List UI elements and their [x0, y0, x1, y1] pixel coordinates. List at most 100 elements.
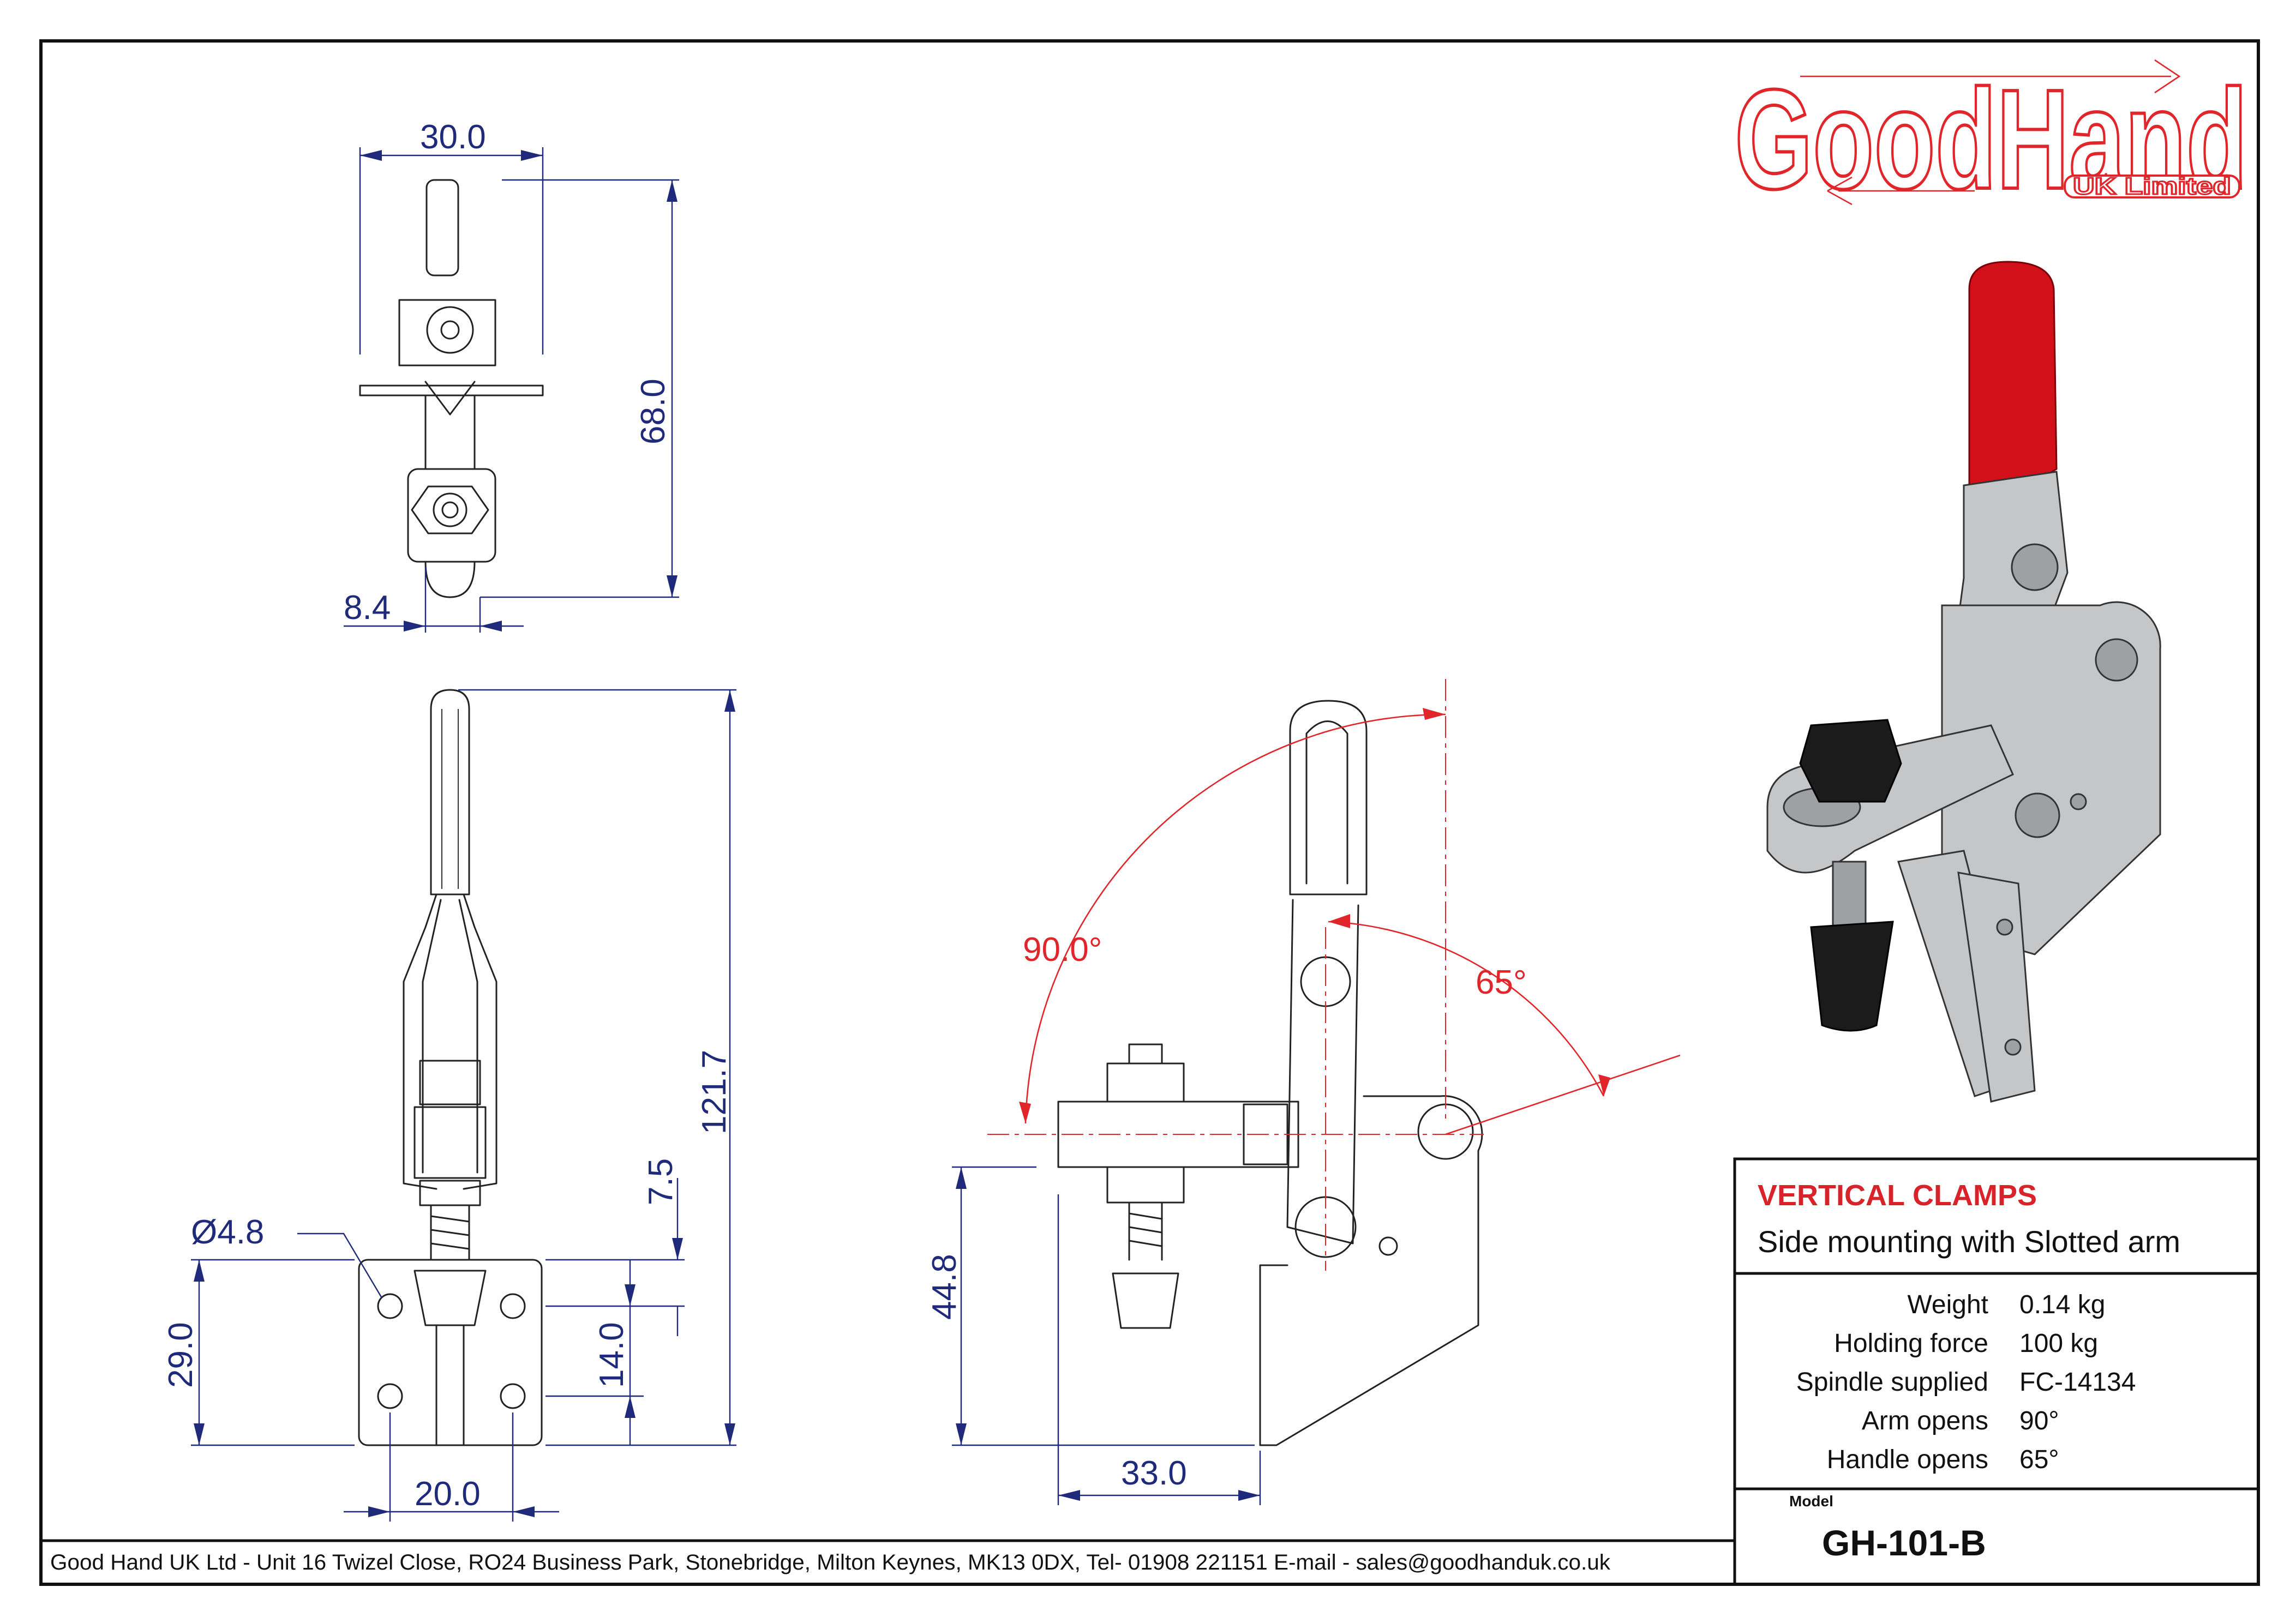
spec-label-spindle: Spindle supplied: [1796, 1368, 1988, 1397]
spec-value-arm-opens: 90°: [2019, 1406, 2059, 1435]
top-view-pivot-inner: [440, 320, 460, 340]
front-view-link-frame: [403, 893, 497, 1190]
side-view-rubber-cap: [1112, 1272, 1179, 1329]
top-view-base-flange: [359, 384, 544, 396]
clamp-hole-1: [2011, 543, 2059, 591]
clamp-top-nut: [1799, 719, 1902, 803]
arc-arm-90: [1024, 713, 1446, 1124]
goodhand-logo: GoodHand UK Limited: [1733, 59, 2249, 220]
dim-hole-diameter: Ø4.8: [191, 1213, 264, 1251]
spec-value-spindle: FC-14134: [2019, 1368, 2136, 1397]
clamp-body-plate: [1941, 601, 2161, 955]
spec-label-handle-opens: Handle opens: [1827, 1445, 1988, 1474]
side-view: 90.0° 65° 44.8 33.0: [926, 679, 1681, 1505]
front-view-handle-grip: [430, 689, 470, 895]
front-view-lower-nut: [419, 1180, 481, 1206]
dim-hole-spacing-h: 20.0: [415, 1475, 481, 1513]
dim-33-arrows: [1058, 1490, 1260, 1501]
arc-65-arrow-top: [1328, 914, 1350, 928]
dim-spindle-height: 44.8: [926, 1254, 963, 1320]
top-view-spindle-block: [407, 468, 496, 563]
front-view-thread: [430, 1204, 470, 1261]
dim-top-width: 30.0: [420, 118, 486, 156]
side-view-lower-nut: [1106, 1166, 1185, 1204]
side-view-arm-pivot: [1417, 1103, 1474, 1160]
dim-overall-height: 121.7: [696, 1050, 733, 1134]
side-view-top-thread: [1128, 1043, 1163, 1065]
model-label: Model: [1789, 1493, 1833, 1510]
clamp-mount-hole-2: [2004, 1038, 2022, 1056]
spec-label-weight: Weight: [1907, 1290, 1988, 1319]
logo-arrow-bottom: [1827, 176, 1975, 206]
arc-90-arrow-bottom: [1019, 1102, 1031, 1123]
front-view-base-plate: [358, 1259, 543, 1446]
front-view-hole-tr: [500, 1293, 526, 1319]
top-view-spindle-inner: [441, 501, 459, 519]
spec-value-handle-opens: 65°: [2019, 1445, 2059, 1474]
top-view-spindle: [433, 492, 467, 527]
side-view-upper-nut: [1106, 1062, 1185, 1103]
drawing-frame: [39, 39, 2260, 1586]
dim-7.5-arrow: [672, 1238, 683, 1260]
dim-handle-angle: 65°: [1476, 964, 1527, 1001]
product-description: Side mounting with Slotted arm: [1758, 1224, 2180, 1259]
front-view-rubber-cap: [413, 1270, 487, 1326]
clamp-hole-4: [2070, 793, 2087, 810]
top-view-pivot: [426, 306, 474, 354]
top-view-handle: [425, 179, 459, 276]
top-view-nut: [411, 485, 489, 534]
dim-29-arrows: [194, 1260, 205, 1445]
top-view-arm-block: [398, 299, 496, 366]
clamp-rubber-tip: [1810, 921, 1894, 1032]
top-view: 30.0 68.0 8.4: [344, 118, 679, 633]
spec-label-holding-force: Holding force: [1834, 1329, 1988, 1358]
dim-spindle-reach: 33.0: [1121, 1454, 1187, 1492]
front-view-hole-bl: [377, 1383, 403, 1409]
dim-hole-leader: [297, 1233, 383, 1299]
side-view-handle-arm: [1286, 899, 1359, 1245]
logo-subtitle-box: [2064, 175, 2240, 199]
dim-arm-angle: 90.0°: [1023, 931, 1102, 969]
spec-value-holding-force: 100 kg: [2019, 1329, 2098, 1358]
arc-65-arrow-bottom: [1598, 1074, 1610, 1096]
dim-hole-spacing-v: 14.0: [593, 1322, 631, 1388]
model-number: GH-101-B: [1822, 1523, 1986, 1563]
dim-30-arrows: [360, 150, 543, 161]
front-view-hole-tl: [377, 1293, 403, 1319]
clamp-red-handle-grip: [1968, 261, 2058, 489]
side-view-grip-slot: [1305, 720, 1348, 885]
dim-step: 7.5: [642, 1158, 680, 1205]
dim-8.4-arrows: [404, 621, 502, 632]
clamp-hole-3: [2015, 792, 2060, 838]
dim-top-offset: 8.4: [344, 589, 391, 627]
front-view-hole-br: [500, 1383, 526, 1409]
dim-top-height: 68.0: [634, 378, 672, 444]
front-view-body-block: [413, 1106, 487, 1179]
front-view-spindle-stem: [435, 1324, 465, 1446]
front-view-upper-nut: [419, 1060, 481, 1105]
footer-address: Good Hand UK Ltd - Unit 16 Twizel Close,…: [50, 1550, 1611, 1574]
clamp-mount-hole-1: [1996, 918, 2013, 936]
arc-handle-65: [1328, 921, 1605, 1097]
top-view-foot: [424, 561, 476, 598]
front-view-link-inner: [422, 899, 478, 1174]
side-view-handle-grip: [1289, 700, 1368, 895]
side-view-small-hole: [1378, 1236, 1398, 1256]
front-view: 121.7 7.5 14.0 29.0 Ø4.8 20.0: [162, 689, 736, 1522]
title-block: VERTICAL CLAMPS Side mounting with Slott…: [1733, 1157, 2260, 1586]
dim-base-height: 29.0: [162, 1322, 200, 1388]
logo-subtitle: UK Limited: [2073, 173, 2231, 200]
side-view-thread: [1128, 1201, 1163, 1261]
logo-arrow-top: [1800, 59, 2181, 94]
side-view-body-plate: [1259, 1095, 1483, 1446]
title-block-outline: [1733, 1157, 2260, 1586]
clamp-hole-2: [2095, 638, 2138, 682]
spec-label-arm-opens: Arm opens: [1862, 1406, 1988, 1435]
spec-value-weight: 0.14 kg: [2019, 1290, 2105, 1319]
product-category: VERTICAL CLAMPS: [1758, 1179, 2037, 1212]
top-view-link: [424, 381, 476, 470]
side-view-handle-open-line: [1445, 1054, 1681, 1135]
clamp-3d-illustration: [1766, 261, 2161, 1103]
arc-90-arrow-top: [1423, 708, 1446, 720]
